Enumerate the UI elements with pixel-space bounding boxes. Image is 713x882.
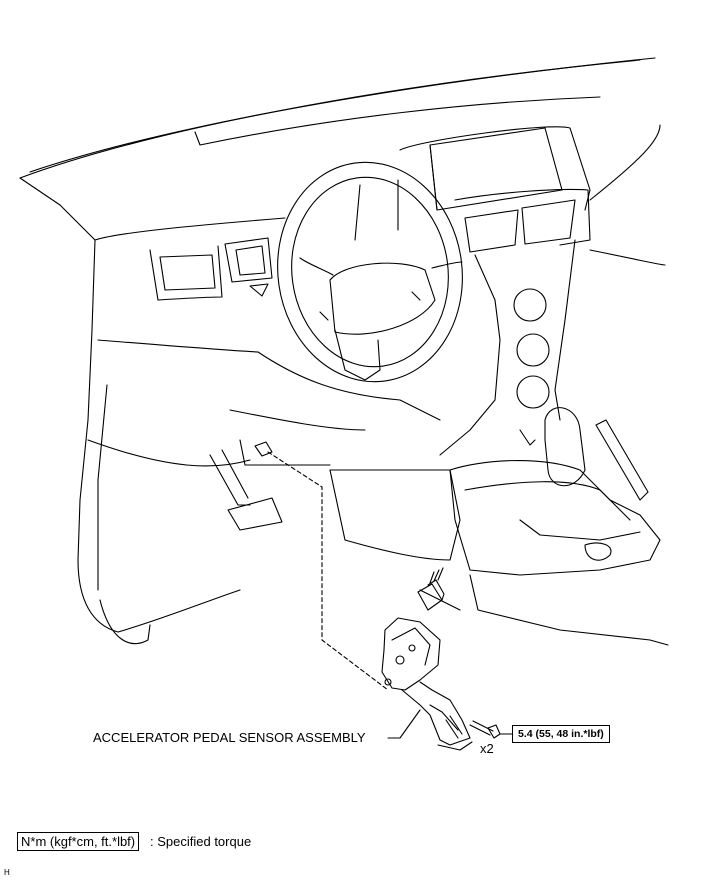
torque-spec-box: 5.4 (55, 48 in.*lbf)	[512, 725, 610, 743]
leader-dashed	[267, 451, 389, 691]
footer-code: H	[4, 868, 10, 877]
lower-dash	[229, 351, 461, 561]
center-display	[399, 126, 591, 211]
accelerator-pedal-assembly	[381, 617, 473, 751]
dashboard-top	[19, 57, 656, 241]
legend-description: : Specified torque	[150, 834, 252, 849]
dashboard-body	[77, 217, 286, 645]
part-label: ACCELERATOR PEDAL SENSOR ASSEMBLY	[93, 730, 366, 745]
steering-wheel	[277, 161, 463, 383]
center-console	[419, 407, 669, 646]
bolt-icon	[469, 720, 501, 739]
quantity-label: x2	[480, 741, 494, 756]
brake-pedal	[209, 449, 283, 531]
right-dash	[439, 124, 666, 456]
label-leaders	[387, 709, 513, 739]
legend-unit-box: N*m (kgf*cm, ft.*lbf)	[17, 832, 140, 851]
connector	[417, 567, 445, 611]
